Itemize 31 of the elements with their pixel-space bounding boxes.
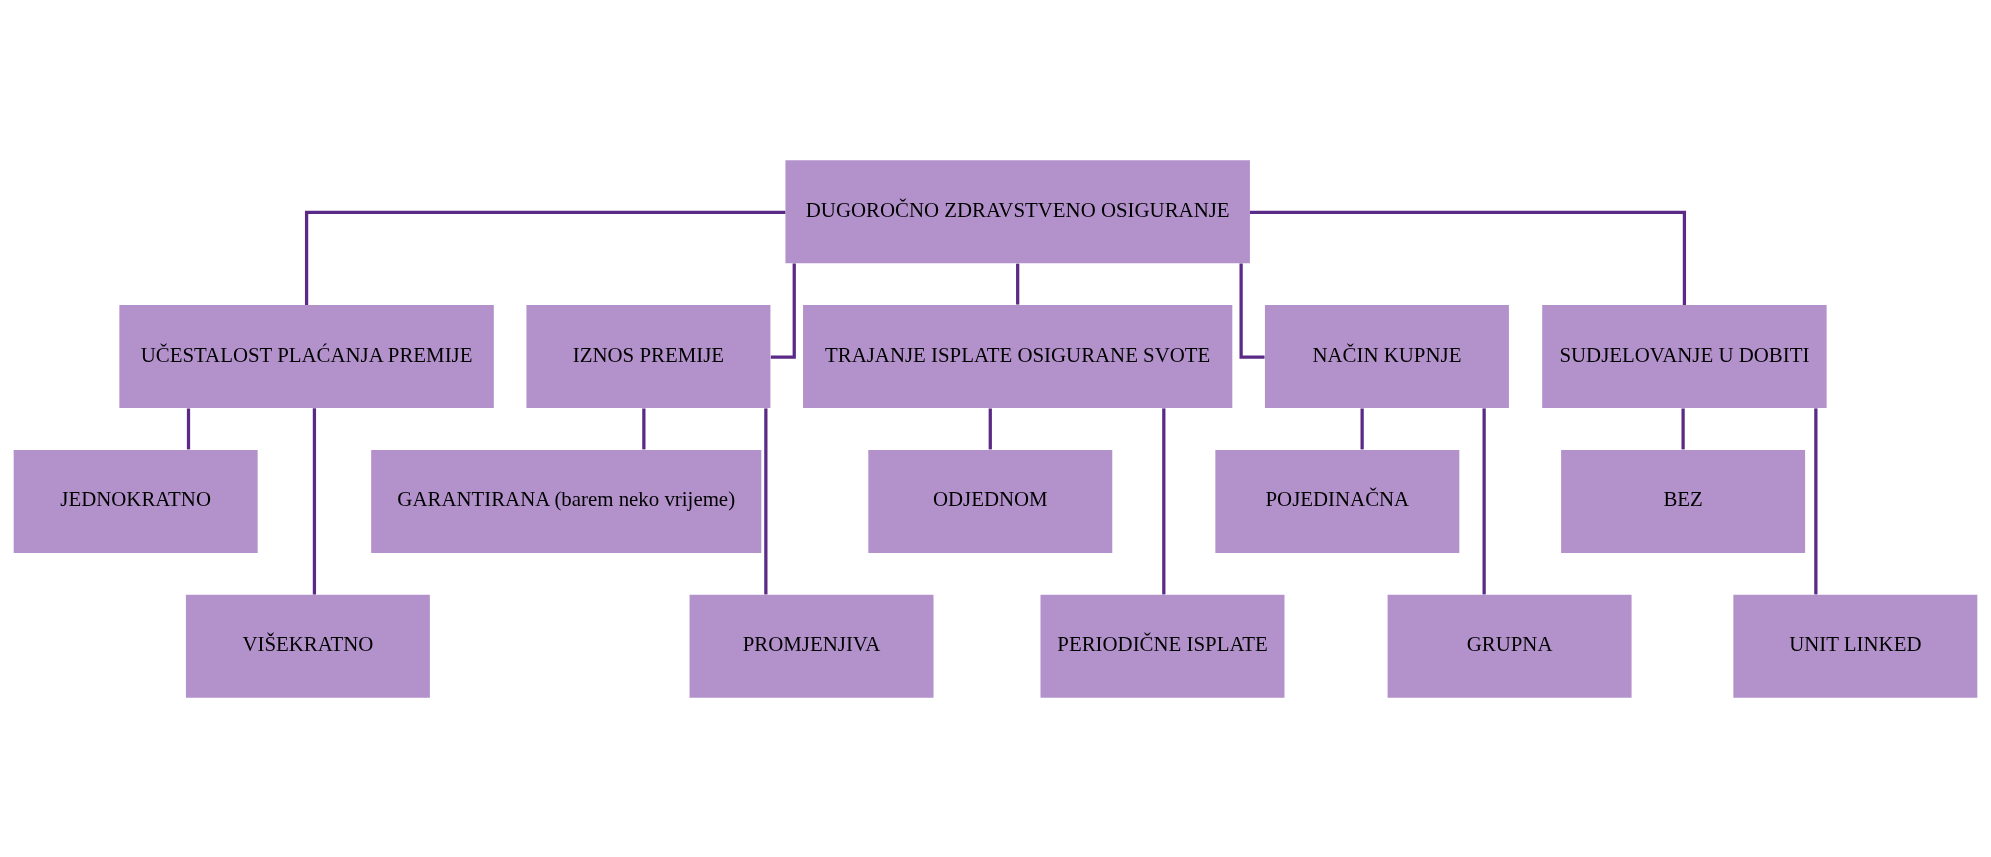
node-box: NAČIN KUPNJE [1264,304,1509,408]
node-box: GRUPNA [1387,594,1632,698]
connector [764,407,768,594]
node-box: VIŠEKRATNO [185,594,430,698]
connector [1016,263,1020,305]
connector [1162,407,1166,594]
connector [1814,407,1818,594]
connector [770,262,796,359]
connector [1360,407,1364,449]
node-box: TRAJANJE ISPLATE OSIGURANE SVOTE [803,304,1233,408]
connector [988,407,992,449]
connector [312,407,317,594]
node-box: PROMJENJIVA [689,594,934,698]
node-box: ODJEDNOM [868,449,1113,553]
node-box: SUDJELOVANJE U DOBITI [1542,304,1827,408]
node-box: POJEDINAČNA [1215,449,1460,553]
connector [1239,262,1265,359]
node-box: BEZ [1561,449,1806,553]
node-box: GARANTIRANA (barem neko vrijeme) [371,449,762,553]
connector [1681,407,1685,449]
node-box: UČESTALOST PLAĆANJA PREMIJE [119,304,494,408]
connector [1482,407,1486,594]
connector [642,407,646,449]
node-box: UNIT LINKED [1733,594,1978,698]
connector [304,210,786,305]
connector [1249,210,1687,305]
node-box: PERIODIČNE ISPLATE [1040,594,1285,698]
node-box: IZNOS PREMIJE [526,304,771,408]
node-box: JEDNOKRATNO [13,449,258,553]
node-box: DUGOROČNO ZDRAVSTVENO OSIGURANJE [785,159,1250,263]
connector [186,407,191,449]
